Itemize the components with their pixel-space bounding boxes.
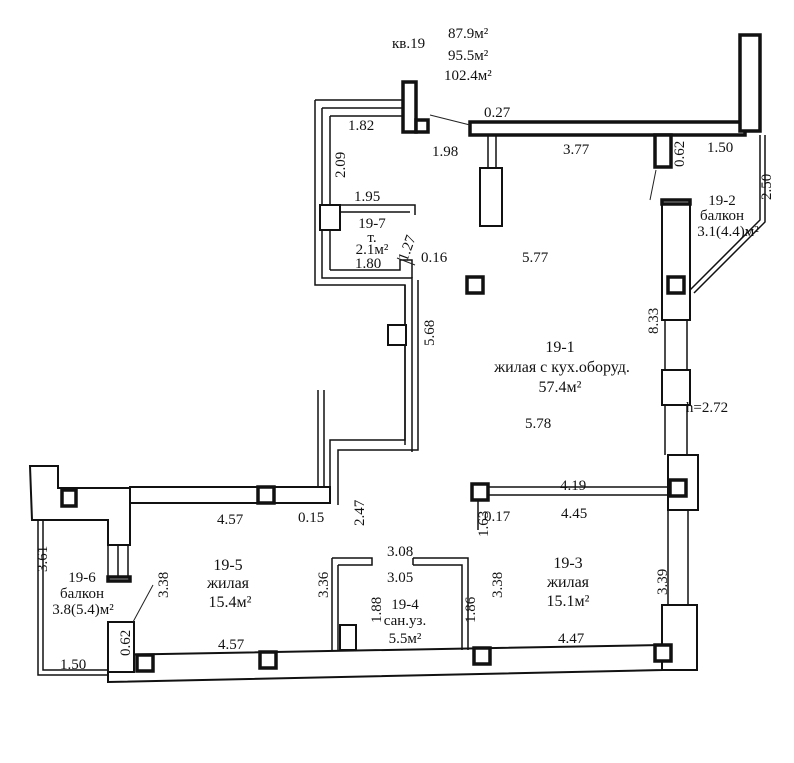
- dimension: 2.09: [333, 152, 349, 178]
- dimension: 3.36: [316, 571, 332, 598]
- dimension: 1.88: [369, 597, 385, 623]
- room-19-3-area: 15.1м²: [547, 593, 590, 610]
- dimension: 1.50: [60, 657, 86, 673]
- room-19-4-id: 19-4: [391, 597, 419, 613]
- room-19-6-area: 3.8(5.4)м²: [52, 602, 114, 618]
- dimension: 1.63: [476, 511, 492, 537]
- room-19-4-area: 5.5м²: [389, 631, 422, 647]
- area-with-balconies: 102.4м²: [444, 68, 492, 84]
- dimension: 1.82: [348, 118, 374, 134]
- dimension: 1.80: [355, 256, 381, 272]
- dimension: 0.27: [484, 105, 511, 121]
- room-19-1-area: 57.4м²: [539, 379, 582, 396]
- ceiling-height: h=2.72: [686, 400, 728, 416]
- room-19-5-id: 19-5: [213, 557, 242, 574]
- room-19-5-type: жилая: [206, 575, 250, 592]
- dimension: 5.68: [422, 320, 438, 346]
- room-19-3-type: жилая: [546, 574, 590, 591]
- dimension: 4.47: [558, 631, 585, 647]
- room-19-5-area: 15.4м²: [209, 594, 252, 611]
- room-19-7-area: 2.1м²: [356, 242, 389, 258]
- dimension: 0.62: [672, 141, 688, 167]
- dimension: 0.16: [421, 250, 448, 266]
- dimension: 5.78: [525, 416, 551, 432]
- room-19-6-type: балкон: [60, 586, 104, 602]
- room-19-2-id: 19-2: [708, 193, 736, 209]
- dimension: 1.50: [707, 140, 733, 156]
- dimensions: 0.27 1.82 1.98 3.77 0.62 1.50 2.09 2.50 …: [35, 105, 775, 673]
- dimension: 4.19: [560, 478, 586, 494]
- dimension: 3.39: [655, 569, 671, 595]
- dimension: 3.38: [490, 572, 506, 598]
- dimension: 3.05: [387, 570, 413, 586]
- dimension: 1.86: [463, 596, 479, 623]
- dimension: 1.98: [432, 144, 458, 160]
- dimension: 3.38: [156, 572, 172, 598]
- room-19-2-area: 3.1(4.4)м²: [697, 224, 759, 240]
- room-19-7-type: т.: [367, 230, 376, 246]
- dimension: 2.50: [759, 174, 775, 200]
- room-19-6-id: 19-6: [68, 570, 96, 586]
- dimension: 0.62: [118, 630, 134, 656]
- dimension: 4.45: [561, 506, 587, 522]
- dimension: 8.33: [646, 308, 662, 334]
- dimension: 3.77: [563, 142, 590, 158]
- dimension: 4.57: [217, 512, 244, 528]
- room-19-3-id: 19-3: [553, 555, 582, 572]
- dimension: 0.15: [298, 510, 324, 526]
- room-19-7-id: 19-7: [358, 216, 386, 232]
- dimension: 2.47: [352, 499, 368, 526]
- room-19-2-type: балкон: [700, 208, 744, 224]
- dimension: 1.95: [354, 189, 380, 205]
- walls: [28, 33, 766, 684]
- header-info: кв.19 87.9м² 95.5м² 102.4м²: [392, 26, 492, 84]
- dimension: 0.17: [484, 509, 511, 525]
- dimension: 3.08: [387, 544, 413, 560]
- dimension: 4.57: [218, 637, 245, 653]
- total-area: 95.5м²: [448, 48, 489, 64]
- dimension: 5.77: [522, 250, 549, 266]
- room-19-1-id: 19-1: [545, 339, 574, 356]
- room-19-4-type: сан.уз.: [384, 613, 426, 629]
- dimension: 1.27: [396, 233, 420, 264]
- room-19-1-type: жилая с кух.оборуд.: [493, 359, 630, 376]
- living-area: 87.9м²: [448, 26, 489, 42]
- room-labels: 19-1 жилая с кух.оборуд. 57.4м² 19-2 бал…: [52, 193, 759, 647]
- dimension: 3.61: [35, 546, 51, 572]
- apartment-number: кв.19: [392, 36, 425, 52]
